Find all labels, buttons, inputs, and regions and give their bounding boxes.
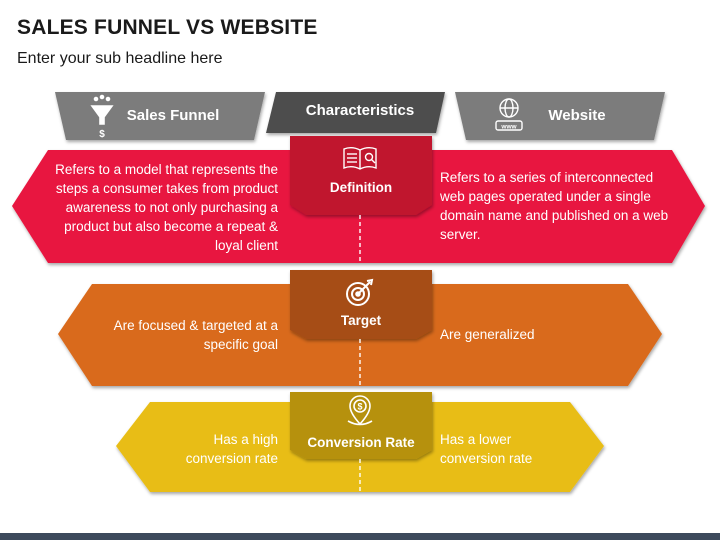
header-website-label: Website (548, 107, 606, 124)
target-icon (346, 278, 374, 306)
page-title: SALES FUNNEL VS WEBSITE (17, 16, 318, 39)
target-website-text: Are generalized (440, 327, 535, 342)
definition-sales-funnel-text: Refers to a model that represents the st… (55, 162, 278, 253)
row-conversion-tab (290, 392, 432, 459)
dollar-pin-icon: $ (347, 395, 373, 426)
globe-www-icon: www (495, 98, 523, 131)
header-characteristics-label: Characteristics (305, 102, 415, 119)
header-characteristics-shape (266, 92, 445, 133)
svg-text:$: $ (99, 129, 105, 140)
conversion-sales-funnel-text: Has a high conversion rate (185, 432, 278, 466)
target-sales-funnel-text: Are focused & targeted at a specific goa… (113, 318, 278, 352)
footer-bar (0, 533, 720, 540)
funnel-icon: $ (90, 94, 114, 140)
row-definition-tab (290, 136, 432, 215)
page-subtitle: Enter your sub headline here (17, 50, 223, 67)
header-sales-funnel-label: Sales Funnel (126, 107, 220, 124)
definition-website-text: Refers to a series of interconnected web… (440, 170, 669, 242)
book-icon (343, 147, 377, 170)
definition-label: Definition (329, 180, 393, 195)
conversion-website-text: Has a lower conversion rate (440, 432, 533, 466)
conversion-rate-label: Conversion Rate (307, 435, 415, 450)
svg-text:$: $ (357, 402, 362, 412)
header-sales-funnel-shape (55, 92, 265, 140)
header-website-shape (455, 92, 665, 140)
target-label: Target (340, 313, 382, 328)
svg-text:www: www (500, 124, 517, 131)
